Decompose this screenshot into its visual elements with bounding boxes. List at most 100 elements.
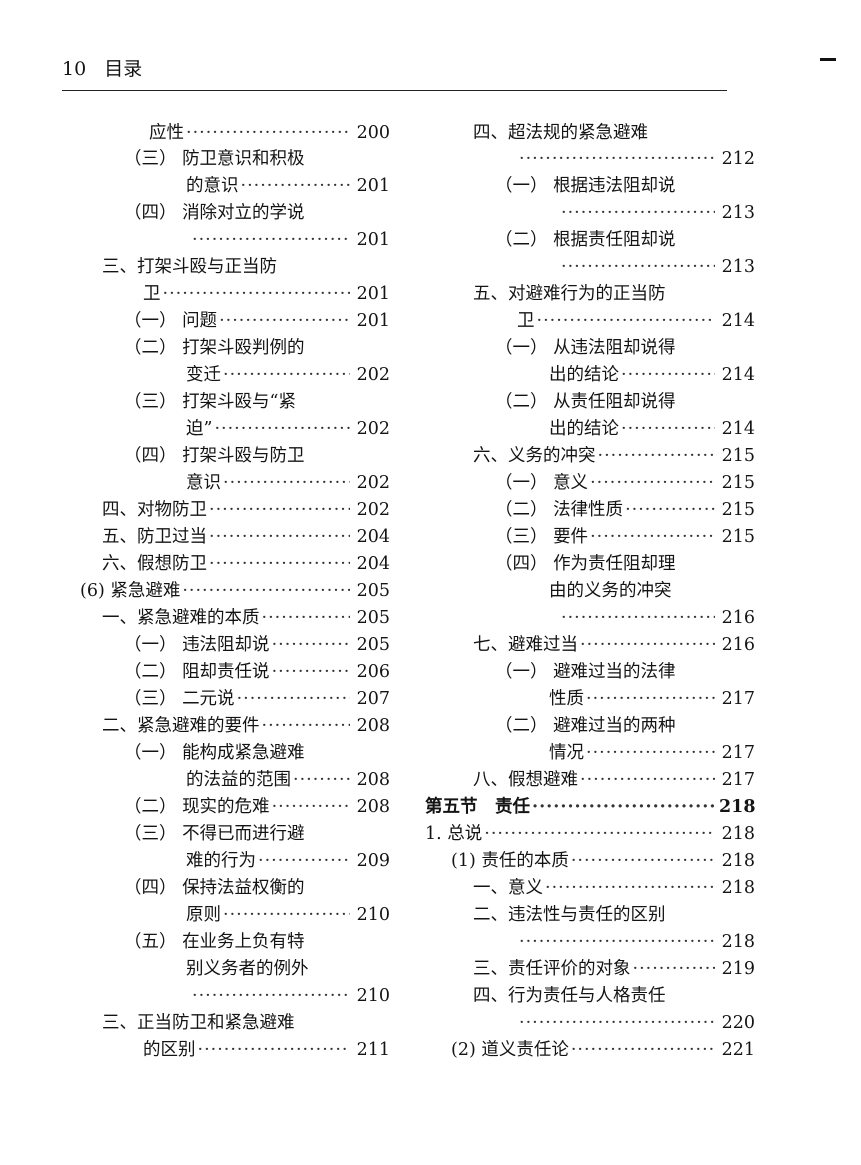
toc-entry-title: 出的结论 — [549, 365, 619, 385]
toc-entry-title: （一） 根据违法阻却说 — [495, 176, 676, 196]
toc-entry: 1. 总说218 — [425, 821, 755, 848]
dot-leader — [163, 281, 351, 308]
toc-page-number: 201 — [356, 284, 390, 304]
toc-page-number: 208 — [356, 716, 390, 736]
toc-page-number: 210 — [356, 986, 390, 1006]
toc-entry: (6) 紧急避难 205 — [80, 578, 390, 605]
toc-entry-title: 二、违法性与责任的区别 — [473, 905, 666, 925]
toc-entry: （四） 打架斗殴与防卫 — [124, 443, 305, 470]
dot-leader — [537, 308, 716, 335]
toc-entry-title: （一） 违法阻却说 — [124, 635, 270, 655]
toc-entry: 第五节 责任218 — [425, 794, 756, 821]
toc-page-number: 218 — [719, 797, 756, 817]
toc-entry: （四） 保持法益权衡的 — [124, 875, 305, 902]
dot-leader — [186, 120, 350, 147]
toc-entry-title: (2) 道义责任论 — [451, 1040, 569, 1060]
toc-page-number: 217 — [721, 689, 755, 709]
scan-mark — [820, 58, 836, 61]
toc-page-number: 210 — [356, 905, 390, 925]
dot-leader — [272, 659, 350, 686]
dot-leader — [586, 740, 715, 767]
dot-leader — [262, 713, 351, 740]
dot-leader — [262, 605, 351, 632]
toc-entry-title: 六、义务的冲突 — [473, 446, 596, 466]
toc-entry: （一） 意义215 — [495, 470, 755, 497]
toc-entry: 迫”202 — [186, 416, 390, 443]
toc-entry-title: 1. 总说 — [425, 824, 483, 844]
toc-entry-title: 难的行为 — [186, 851, 256, 871]
toc-page-number: 215 — [721, 500, 755, 520]
dot-leader — [209, 524, 350, 551]
toc-page-number: 204 — [356, 527, 390, 547]
toc-entry: 四、超法规的紧急避难 — [473, 120, 648, 147]
toc-entry: 三、打架斗殴与正当防 — [102, 254, 277, 281]
toc-page-number: 202 — [356, 419, 390, 439]
toc-entry: （一） 避难过当的法律 — [495, 659, 676, 686]
dot-leader — [182, 578, 350, 605]
toc-entry-title: 四、对物防卫 — [102, 500, 207, 520]
dot-leader — [519, 1010, 715, 1037]
page-header: 10 目录 — [62, 54, 142, 81]
dot-leader — [621, 416, 715, 443]
toc-page-number: 208 — [356, 797, 390, 817]
toc-entry: 213 — [559, 200, 755, 227]
toc-page-number: 214 — [721, 419, 755, 439]
toc-page-number: 213 — [721, 257, 755, 277]
toc-entry: 情况217 — [549, 740, 755, 767]
dot-leader — [223, 902, 350, 929]
dot-leader — [293, 767, 350, 794]
toc-entry: （三） 防卫意识和积极 — [124, 146, 305, 173]
toc-page-number: 215 — [721, 446, 755, 466]
toc-entry-title: 原则 — [186, 905, 221, 925]
toc-entry: 的区别211 — [143, 1037, 390, 1064]
toc-page-number: 214 — [721, 311, 755, 331]
toc-entry-title: （二） 根据责任阻却说 — [495, 230, 676, 250]
dot-leader — [519, 929, 715, 956]
header-rule — [62, 90, 727, 91]
toc-entry-title: 七、避难过当 — [473, 635, 578, 655]
toc-page-number: 214 — [721, 365, 755, 385]
toc-entry-title: 一、意义 — [473, 878, 543, 898]
toc-page-number: 219 — [721, 959, 755, 979]
dot-leader — [598, 443, 716, 470]
dot-leader — [633, 956, 716, 983]
toc-page-number: 208 — [356, 770, 390, 790]
dot-leader — [223, 362, 350, 389]
toc-entry: （四） 作为责任阻却理 — [495, 551, 676, 578]
toc-entry-title: 由的义务的冲突 — [549, 581, 672, 601]
toc-page-number: 202 — [356, 365, 390, 385]
toc-entry-title: 五、防卫过当 — [102, 527, 207, 547]
dot-leader — [272, 794, 350, 821]
toc-entry-title: （一） 避难过当的法律 — [495, 662, 676, 682]
dot-leader — [590, 524, 715, 551]
dot-leader — [209, 551, 350, 578]
toc-entry: 由的义务的冲突 — [549, 578, 672, 605]
toc-entry: 四、行为责任与人格责任 — [473, 983, 666, 1010]
toc-entry: 卫 201 — [143, 281, 390, 308]
dot-leader — [241, 173, 351, 200]
dot-leader — [532, 794, 715, 821]
toc-entry-title: 卫 — [143, 284, 161, 304]
dot-leader — [237, 686, 350, 713]
toc-entry: 一、紧急避难的本质205 — [102, 605, 390, 632]
toc-entry: 原则 210 — [186, 902, 390, 929]
dot-leader — [571, 1037, 715, 1064]
toc-entry: 212 — [517, 146, 755, 173]
toc-entry-title: （三） 不得已而进行避 — [124, 824, 305, 844]
toc-entry: （二） 避难过当的两种 — [495, 713, 676, 740]
toc-entry-title: 别义务者的例外 — [186, 959, 309, 979]
toc-entry-title: （一） 从违法阻却说得 — [495, 338, 676, 358]
toc-entry: （一） 问题201 — [124, 308, 390, 335]
dot-leader — [580, 767, 715, 794]
toc-entry: 性质217 — [549, 686, 755, 713]
dot-leader — [223, 470, 350, 497]
dot-leader — [272, 632, 350, 659]
toc-entry: 七、避难过当216 — [473, 632, 755, 659]
toc-page-number: 209 — [356, 851, 390, 871]
toc-page-number: 205 — [356, 581, 390, 601]
toc-entry-title: 卫 — [517, 311, 535, 331]
toc-entry: 六、假想防卫204 — [102, 551, 390, 578]
toc-page-number: 220 — [721, 1013, 755, 1033]
toc-entry-title: (6) 紧急避难 — [80, 581, 181, 601]
toc-page-number: 218 — [721, 851, 755, 871]
